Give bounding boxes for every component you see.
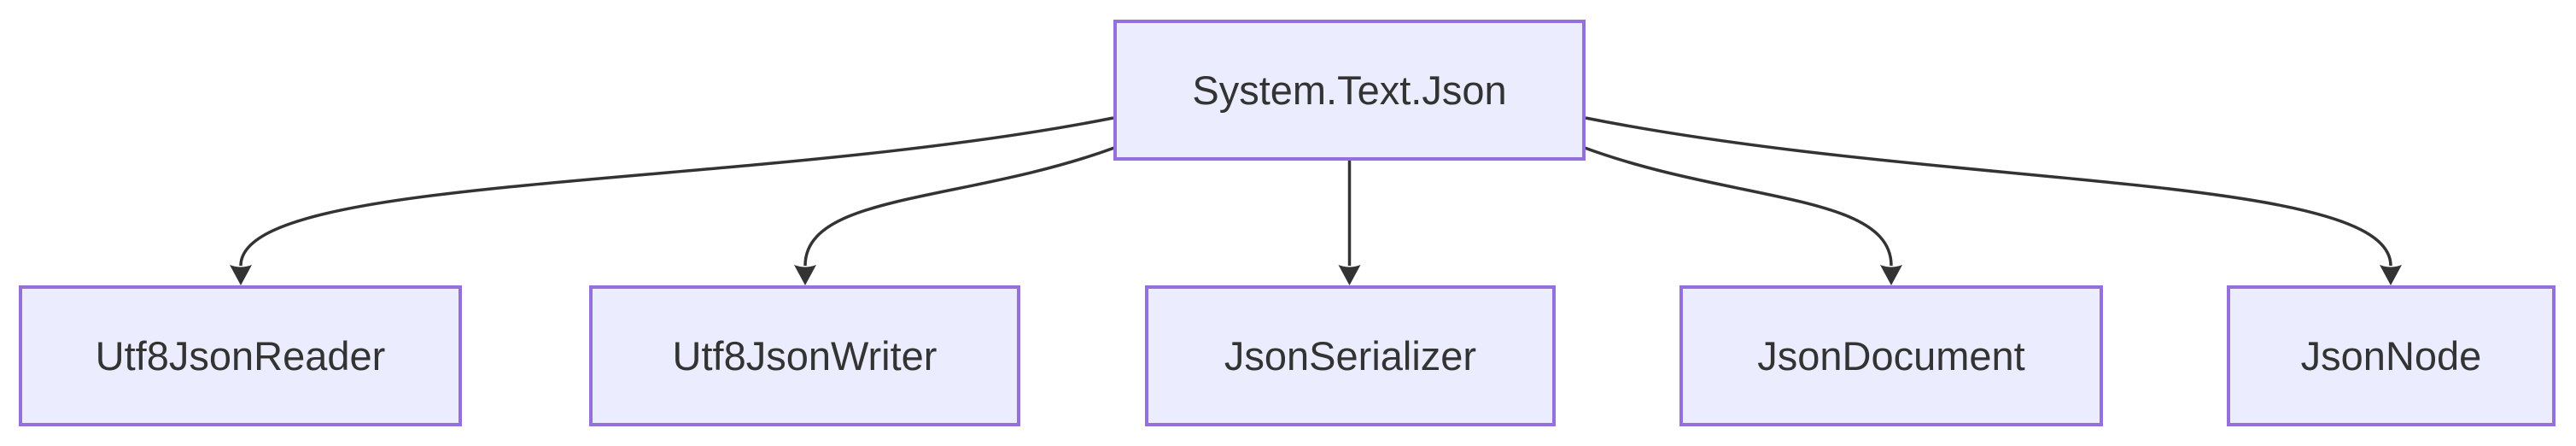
node-system-text-json: System.Text.Json <box>1113 20 1586 161</box>
node-json-node: JsonNode <box>2227 285 2556 426</box>
node-utf8-json-reader-label: Utf8JsonReader <box>95 333 386 379</box>
node-json-serializer-label: JsonSerializer <box>1224 333 1477 379</box>
edge-root-to-jsonnode <box>1585 116 2392 267</box>
node-utf8-json-writer: Utf8JsonWriter <box>589 285 1020 426</box>
arrowhead-jsonnode-icon <box>2380 265 2402 285</box>
node-json-document: JsonDocument <box>1679 285 2103 426</box>
node-json-document-label: JsonDocument <box>1757 333 2025 379</box>
edge-root-to-utf8jsonwriter <box>803 146 1115 267</box>
arrowhead-jsonserializer-icon <box>1338 265 1361 285</box>
arrowhead-utf8jsonwriter-icon <box>794 265 816 285</box>
arrowhead-jsondocument-icon <box>1880 265 1902 285</box>
edge-root-to-utf8jsonreader <box>239 116 1114 267</box>
node-json-serializer: JsonSerializer <box>1145 285 1556 426</box>
arrowhead-utf8jsonreader-icon <box>230 265 252 285</box>
node-utf8-json-reader: Utf8JsonReader <box>19 285 462 426</box>
node-system-text-json-label: System.Text.Json <box>1192 67 1507 113</box>
node-utf8-json-writer-label: Utf8JsonWriter <box>672 333 938 379</box>
edge-root-to-jsondocument <box>1584 146 1893 267</box>
node-json-node-label: JsonNode <box>2300 333 2482 379</box>
